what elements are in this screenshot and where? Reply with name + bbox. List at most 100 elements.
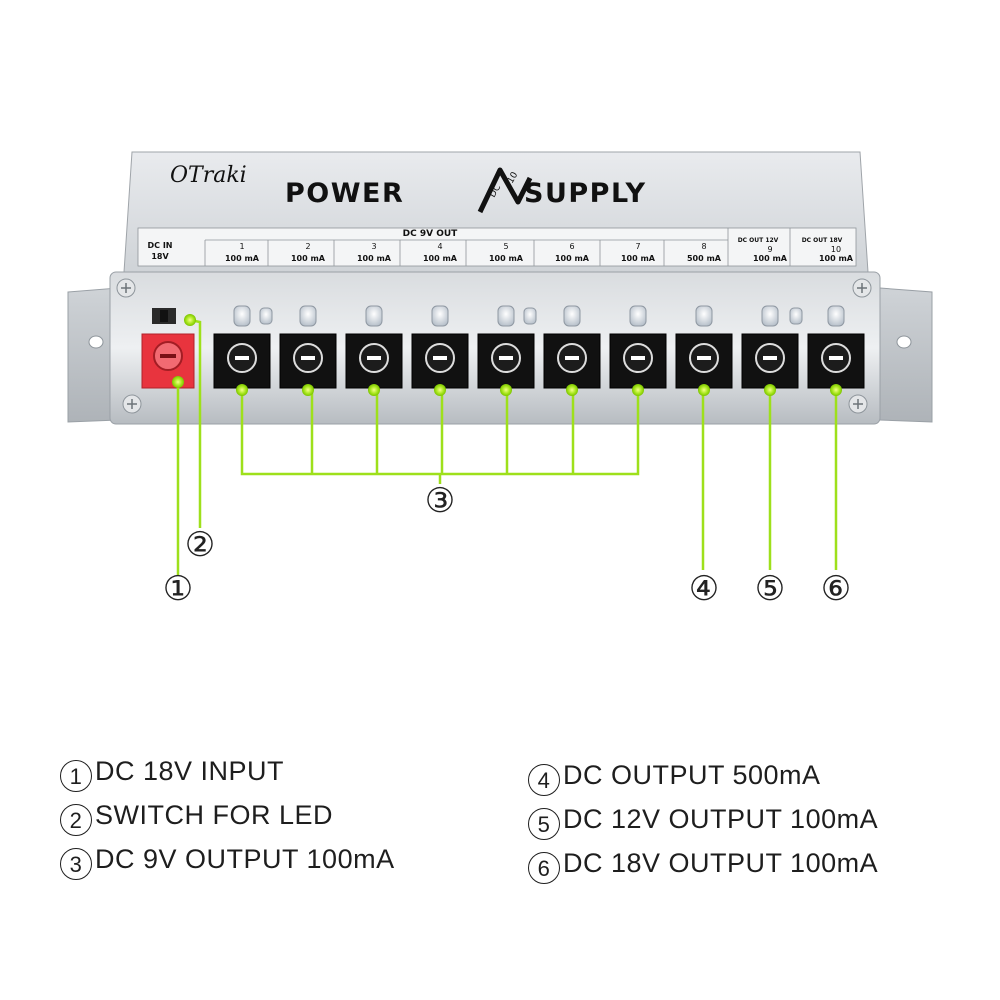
port-current-label: 100 mA: [621, 254, 656, 263]
callout-6: ⑥: [821, 569, 851, 609]
legend-text-3: DC 9V OUTPUT 100mA: [95, 844, 395, 874]
jack-pin: [499, 356, 513, 360]
callout-dot: [698, 384, 710, 396]
legend-text-4: DC OUTPUT 500mA: [563, 760, 821, 790]
dc-output-jack: [741, 333, 799, 389]
jack-pin: [565, 356, 579, 360]
led-cap: [259, 307, 273, 325]
led-indicator: [233, 305, 251, 327]
led-switch: [152, 308, 176, 324]
callout-dot: [172, 376, 184, 388]
dc-output-jack: [477, 333, 535, 389]
port-current-label: 100 mA: [753, 254, 788, 263]
callout-5: ⑤: [755, 569, 785, 609]
group-12v-label: DC OUT 12V: [738, 237, 779, 244]
dc10-badge-icon: [477, 167, 533, 214]
jack-pin: [631, 356, 645, 360]
callout-dot: [500, 384, 512, 396]
screw-icon: [122, 394, 142, 414]
port-number-label: 6: [569, 242, 574, 251]
led-indicator: [365, 305, 383, 327]
screw-icon: [116, 278, 136, 298]
dc-output-jack: [807, 333, 865, 389]
legend-text-6: DC 18V OUTPUT 100mA: [563, 848, 879, 878]
dc-output-jack: [279, 333, 337, 389]
product-title-right: SUPPLY: [524, 178, 647, 209]
screw-icon: [852, 278, 872, 298]
led-indicator: [563, 305, 581, 327]
group-9v-label: DC 9V OUT: [403, 229, 459, 239]
brand-logo: OTraki: [170, 163, 247, 188]
port-current-label: 500 mA: [687, 254, 722, 263]
port-number-label: 10: [831, 245, 841, 254]
port-current-label: 100 mA: [291, 254, 326, 263]
callout-dot: [236, 384, 248, 396]
led-cap: [523, 307, 537, 325]
legend-num-4: 4: [528, 764, 560, 796]
port-current-label: 100 mA: [357, 254, 392, 263]
legend-text-2: SWITCH FOR LED: [95, 800, 334, 830]
jack-pin: [367, 356, 381, 360]
callout-dot: [368, 384, 380, 396]
panel-table: DC IN 18V DC 9V OUT DC OUT 12V DC OUT 18…: [148, 228, 854, 266]
legend-num-5: 5: [528, 808, 560, 840]
led-cap: [789, 307, 803, 325]
port-number-label: 5: [503, 242, 508, 251]
callout-dot: [302, 384, 314, 396]
port-number-label: 7: [635, 242, 640, 251]
callout-dot: [434, 384, 446, 396]
jack-pin: [301, 356, 315, 360]
jack-pin: [829, 356, 843, 360]
callout-dot: [566, 384, 578, 396]
callout-dot: [184, 314, 196, 326]
jack-pin: [763, 356, 777, 360]
jack-pin: [235, 356, 249, 360]
legend-num-3: 3: [60, 848, 92, 880]
led-indicator: [497, 305, 515, 327]
port-number-label: 1: [239, 242, 244, 251]
dc-input-jack: [141, 333, 195, 389]
jack-pin: [697, 356, 711, 360]
dc-output-jack: [345, 333, 403, 389]
led-indicator: [299, 305, 317, 327]
group-18v-label: DC OUT 18V: [802, 237, 843, 244]
port-current-label: 100 mA: [819, 254, 854, 263]
led-indicator: [431, 305, 449, 327]
led-indicator: [629, 305, 647, 327]
product-title-left: POWER: [285, 178, 404, 209]
port-current-label: 100 mA: [555, 254, 590, 263]
dc-output-jack: [411, 333, 469, 389]
screw-icon: [848, 394, 868, 414]
legend-num-2: 2: [60, 804, 92, 836]
callout-dot: [764, 384, 776, 396]
port-number-label: 4: [437, 242, 442, 251]
callout-2: ②: [185, 525, 215, 565]
callout-dot: [632, 384, 644, 396]
dc-in-label: DC IN: [148, 241, 173, 250]
port-number-label: 9: [767, 245, 772, 254]
callout-4: ④: [689, 569, 719, 609]
callout-dot: [830, 384, 842, 396]
port-current-label: 100 mA: [225, 254, 260, 263]
dc-output-jack: [675, 333, 733, 389]
dc-output-jack: [609, 333, 667, 389]
dc-output-jack: [213, 333, 271, 389]
port-current-label: 100 mA: [423, 254, 458, 263]
port-number-label: 3: [371, 242, 376, 251]
led-indicator: [695, 305, 713, 327]
dc-in-voltage: 18V: [151, 252, 169, 261]
port-number-label: 2: [305, 242, 310, 251]
legend-num-6: 6: [528, 852, 560, 884]
legend-text-1: DC 18V INPUT: [95, 756, 285, 786]
callout-1: ①: [163, 569, 193, 609]
legend-text-5: DC 12V OUTPUT 100mA: [563, 804, 879, 834]
mounting-flange-right: [879, 287, 933, 423]
legend-num-1: 1: [60, 760, 92, 792]
